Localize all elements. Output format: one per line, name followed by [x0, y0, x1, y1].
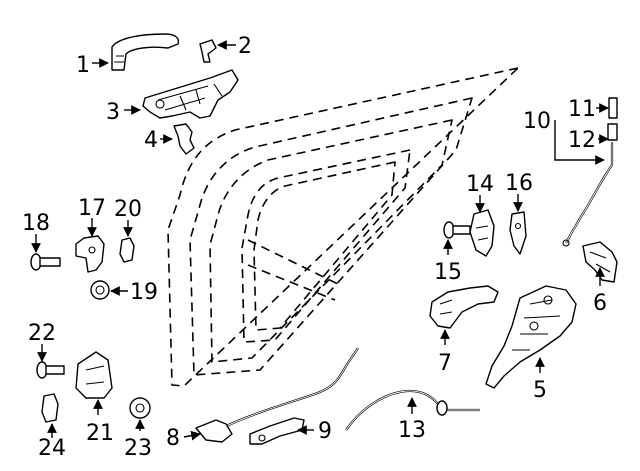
nut-20: [119, 237, 135, 263]
callout-9: 9: [318, 419, 332, 444]
callout-24: 24: [38, 436, 66, 461]
handle-carrier: [142, 69, 239, 119]
outside-door-handle: [111, 33, 180, 71]
callout-20: 20: [114, 197, 142, 222]
callout-2: 2: [238, 34, 252, 59]
callout-16: 16: [505, 171, 533, 196]
actuator-bracket: [582, 241, 618, 283]
callout-19: 19: [130, 280, 158, 305]
latch-link: [429, 285, 499, 329]
striker-bracket: [469, 209, 495, 257]
leader-lines: [31, 40, 609, 441]
callout-18: 18: [22, 211, 50, 236]
handle-clip: [199, 39, 217, 63]
callout-1: 1: [76, 53, 90, 78]
hinge-17: [75, 235, 105, 273]
callout-10: 10: [523, 109, 551, 134]
nut-19: [90, 280, 110, 300]
callout-21: 21: [86, 421, 114, 446]
door-outline: [167, 67, 519, 387]
callout-17: 17: [78, 196, 106, 221]
reinforcement-plate: [509, 211, 527, 255]
callout-15: 15: [434, 260, 462, 285]
bolt-22: [36, 361, 65, 379]
callout-22: 22: [28, 321, 56, 346]
callout-8: 8: [166, 426, 180, 451]
release-cable: [345, 389, 480, 431]
nut-23: [129, 397, 151, 419]
callout-7: 7: [438, 351, 452, 376]
callout-6: 6: [593, 291, 607, 316]
hinge-21: [75, 351, 113, 399]
nut-24: [41, 393, 59, 423]
callout-3: 3: [106, 100, 120, 125]
callout-14: 14: [466, 172, 494, 197]
lock-cylinder: [173, 123, 195, 155]
cable-bracket: [249, 417, 305, 445]
callout-4: 4: [144, 128, 158, 153]
callout-13: 13: [398, 418, 426, 443]
lock-rod-assembly: [562, 97, 618, 247]
callout-12: 12: [568, 128, 596, 153]
bolt-15: [443, 221, 471, 239]
bolt-18: [30, 253, 61, 271]
inside-handle-cable: [195, 347, 359, 443]
callout-23: 23: [124, 436, 152, 461]
door-latch-assembly: [485, 285, 577, 389]
callout-5: 5: [533, 378, 547, 403]
callout-11: 11: [568, 97, 596, 122]
